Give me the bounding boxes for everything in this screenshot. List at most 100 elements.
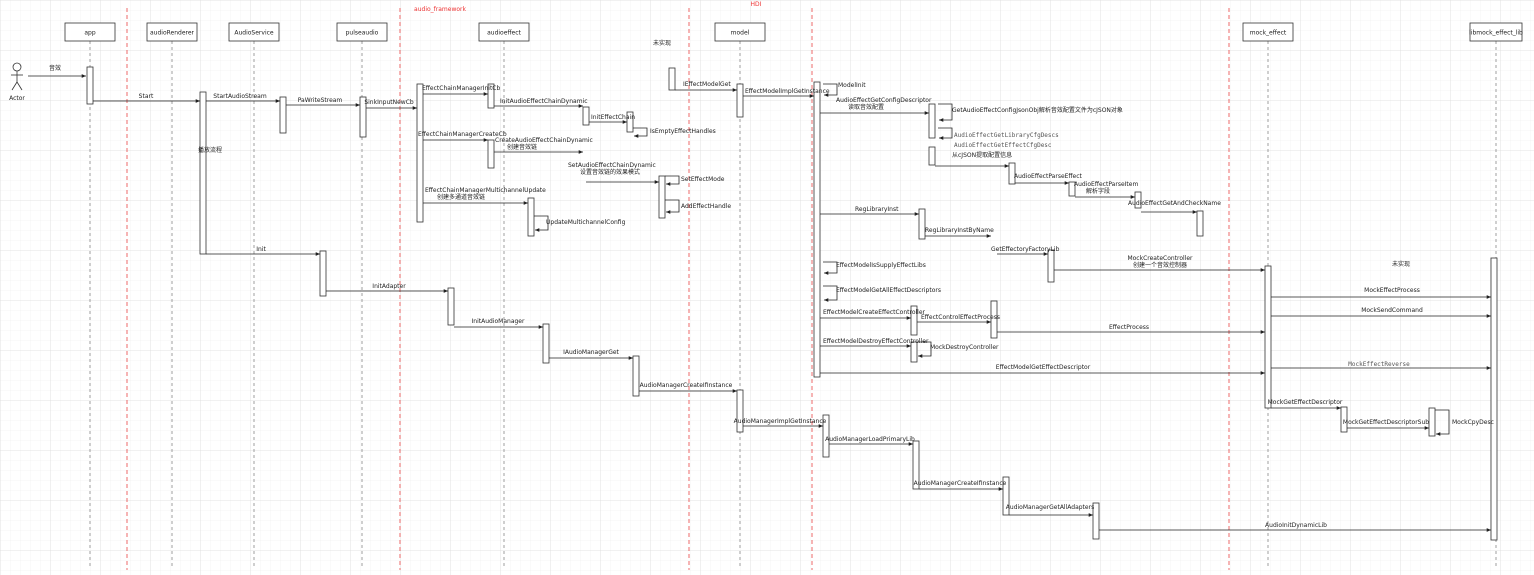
message-label: GetAudioEffectConfigJsonObj解析音效配置文件为cJSO… [952, 106, 1123, 114]
message-m54[interactable]: MockGetEffectDescriptorSub [1343, 419, 1429, 430]
message-m5[interactable]: SinkInputNewCb [364, 99, 417, 110]
message-sublabel: 创建一个音效控制器 [1133, 261, 1187, 269]
message-label: GetEffectoryFactoryLib [991, 246, 1060, 253]
message-label: Start [139, 93, 154, 100]
message-m28[interactable]: EffectModelImplGetInstance [743, 88, 830, 98]
message-label: MockSendCommand [1361, 307, 1423, 314]
message-m16[interactable]: UpdateMultichannelConfig [534, 215, 626, 232]
message-m37[interactable]: AudioEffectGetAndCheckName [1128, 200, 1221, 214]
message-m15[interactable]: EffectChainManagerMultichannelUpdate创建多通… [423, 187, 546, 205]
activation-bar [1092, 502, 1100, 540]
message-m34[interactable]: 从cJSON提取配置信息 [935, 151, 1012, 168]
message-arrow [534, 215, 549, 232]
message-m17[interactable]: Init [206, 246, 320, 256]
message-m2[interactable]: Start [93, 93, 200, 103]
message-m8[interactable]: InitEffectChain [589, 114, 635, 124]
message-label: MockGetEffectDescriptor [1268, 399, 1343, 406]
message-m7[interactable]: InitAudioEffectChainDynamic [494, 98, 588, 108]
message-m53[interactable]: MockGetEffectDescriptor [1268, 399, 1343, 410]
message-m29[interactable]: ModelInit [823, 82, 866, 97]
activation-bar [1134, 191, 1142, 209]
activation-bar [813, 81, 821, 378]
message-m47[interactable]: EffectControlEffectProcess [917, 314, 1000, 324]
message-m48[interactable]: EffectProcess [997, 324, 1265, 334]
message-m52[interactable]: MockEffectReverse [1271, 361, 1491, 370]
message-m25[interactable]: AudioManagerGetAllAdapters [1006, 504, 1094, 517]
message-arrow [938, 127, 953, 140]
activation-bar [527, 197, 535, 237]
activation-bar [1490, 257, 1498, 541]
participant-app[interactable]: app [64, 22, 116, 42]
activation-bar [487, 139, 495, 169]
message-label: AudioManagerGetAllAdapters [1006, 504, 1094, 511]
message-m42[interactable]: EffectModelIsSupplyEffectLibs [823, 261, 926, 275]
message-m50[interactable]: MockDestroyController [917, 341, 999, 358]
message-label: EffectModelGetEffectDescriptor [996, 364, 1091, 371]
participant-audioeffect[interactable]: audioeffect [478, 22, 530, 42]
message-m20[interactable]: IAudioManagerGet [549, 349, 633, 360]
message-m27[interactable]: IEffectModelGet [675, 81, 737, 92]
message-label: MockDestroyController [930, 344, 999, 351]
message-arrow [917, 341, 932, 358]
message-m1[interactable]: 音效 [28, 64, 86, 78]
message-m13[interactable]: SetEffectMode [665, 175, 725, 186]
participant-model[interactable]: model [714, 22, 766, 42]
message-m9[interactable]: IsEmptyEffectHandles [633, 127, 716, 138]
message-m14[interactable]: AddEffectHandle [665, 199, 731, 214]
message-m10[interactable]: EffectChainManagerCreateCb [418, 131, 507, 142]
message-m31[interactable]: GetAudioEffectConfigJsonObj解析音效配置文件为cJSO… [938, 103, 1123, 122]
message-m33[interactable]: AudioEffectGetEffectCfgDesc [954, 142, 1052, 149]
message-label: SetEffectMode [681, 176, 725, 183]
message-m26[interactable]: AudioInitDynamicLib [1099, 522, 1491, 532]
message-m23[interactable]: AudioManagerLoadPrimaryLib [825, 436, 915, 446]
participant-libmock[interactable]: libmock_effect_lib [1469, 22, 1523, 42]
message-label: AudioEffectParseItem [1074, 181, 1138, 188]
note-playloop: 播放流程 [198, 146, 222, 154]
message-sublabel: 设置音效链的效果模式 [580, 168, 640, 176]
message-m35[interactable]: AudioEffectParseEffect [1014, 173, 1083, 185]
message-m18[interactable]: InitAdapter [326, 283, 448, 293]
message-label: EffectModelDestroyEffectController [823, 338, 929, 345]
message-m19[interactable]: InitAudioManager [454, 318, 543, 329]
message-m44[interactable]: MockEffectProcess [1271, 287, 1491, 299]
participant-AudioService[interactable]: AudioService [228, 22, 280, 42]
message-label: EffectControlEffectProcess [921, 314, 1000, 321]
message-m46[interactable]: EffectModelCreateEffectController [820, 309, 926, 320]
message-m43[interactable]: EffectModelGetAllEffectDescriptors [823, 285, 941, 302]
activation-bar [279, 96, 287, 134]
activation-bar [1340, 406, 1348, 433]
message-m32[interactable]: AudioEffectGetLibraryCfgDescs [938, 127, 1059, 140]
message-m21[interactable]: AudioManagerCreateIfInstance [639, 382, 737, 393]
participant-mock_effect[interactable]: mock_effect [1242, 22, 1294, 42]
message-label: SinkInputNewCb [364, 99, 414, 106]
message-m39[interactable]: RegLibraryInstByName [925, 227, 994, 238]
activation-bar [658, 175, 666, 219]
activation-bar [1002, 476, 1010, 516]
message-label: RegLibraryInst [855, 206, 899, 213]
message-m40[interactable]: GetEffectoryFactoryLib [991, 246, 1060, 256]
participant-audioRenderer[interactable]: audioRenderer [146, 22, 198, 42]
message-arrow [823, 285, 838, 302]
message-label: AudioManagerLoadPrimaryLib [825, 436, 915, 443]
message-m3[interactable]: StartAudioStream [206, 93, 280, 103]
actor-figure: Actor [9, 62, 25, 102]
participant-label: app [84, 30, 95, 37]
message-m49[interactable]: EffectModelDestroyEffectController [820, 338, 929, 348]
activation-bar [86, 66, 94, 105]
message-m4[interactable]: PaWriteStream [286, 97, 360, 107]
message-m38[interactable]: RegLibraryInst [820, 206, 919, 216]
participant-pulseaudio[interactable]: pulseaudio [336, 22, 388, 42]
message-m24[interactable]: AudioManagerCreateIfInstance [914, 480, 1007, 491]
message-m45[interactable]: MockSendCommand [1271, 307, 1491, 318]
message-m55[interactable]: MockCpyDesc [1435, 409, 1494, 436]
message-m6[interactable]: EffectChainManagerInitCb [422, 85, 500, 96]
message-label: AudioEffectGetConfigDescriptor [836, 97, 932, 104]
message-m22[interactable]: AudioManagerImplGetInstance [734, 418, 827, 428]
message-m51[interactable]: EffectModelGetEffectDescriptor [820, 364, 1265, 375]
activation-bar [910, 341, 918, 363]
